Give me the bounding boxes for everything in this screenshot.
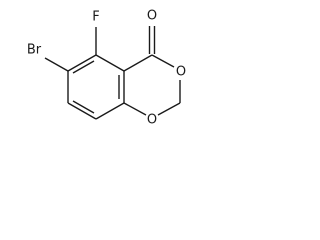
double-bond-inner-c6-c5 [72, 60, 95, 74]
bond-c6-c5 [67, 54, 97, 72]
bond-c8a-c8 [95, 102, 125, 120]
bond-o1-c8a [123, 102, 147, 116]
double-bond-inner-c8-c7 [72, 100, 95, 114]
benzene-ring [67, 54, 125, 120]
chemical-structure-diagram: Br F O O O [27, 9, 186, 128]
dioxinone-ring [123, 54, 181, 116]
bond-c2-o1 [157, 102, 181, 116]
atom-label-carbonyl-oxygen: O [147, 9, 157, 24]
atom-label-ring-oxygen-lower: O [147, 113, 157, 128]
bond-c8-c7 [67, 102, 97, 120]
carbonyl-double-bond [148, 26, 156, 54]
bond-c4-o3 [151, 54, 175, 68]
bond-c6-bromine [44, 57, 69, 72]
atom-label-bromine: Br [27, 43, 42, 58]
bond-c5-c4a [95, 54, 125, 72]
atom-label-fluorine: F [92, 10, 99, 25]
atom-label-ring-oxygen-upper: O [176, 65, 186, 80]
bond-c4a-c4 [123, 54, 153, 72]
